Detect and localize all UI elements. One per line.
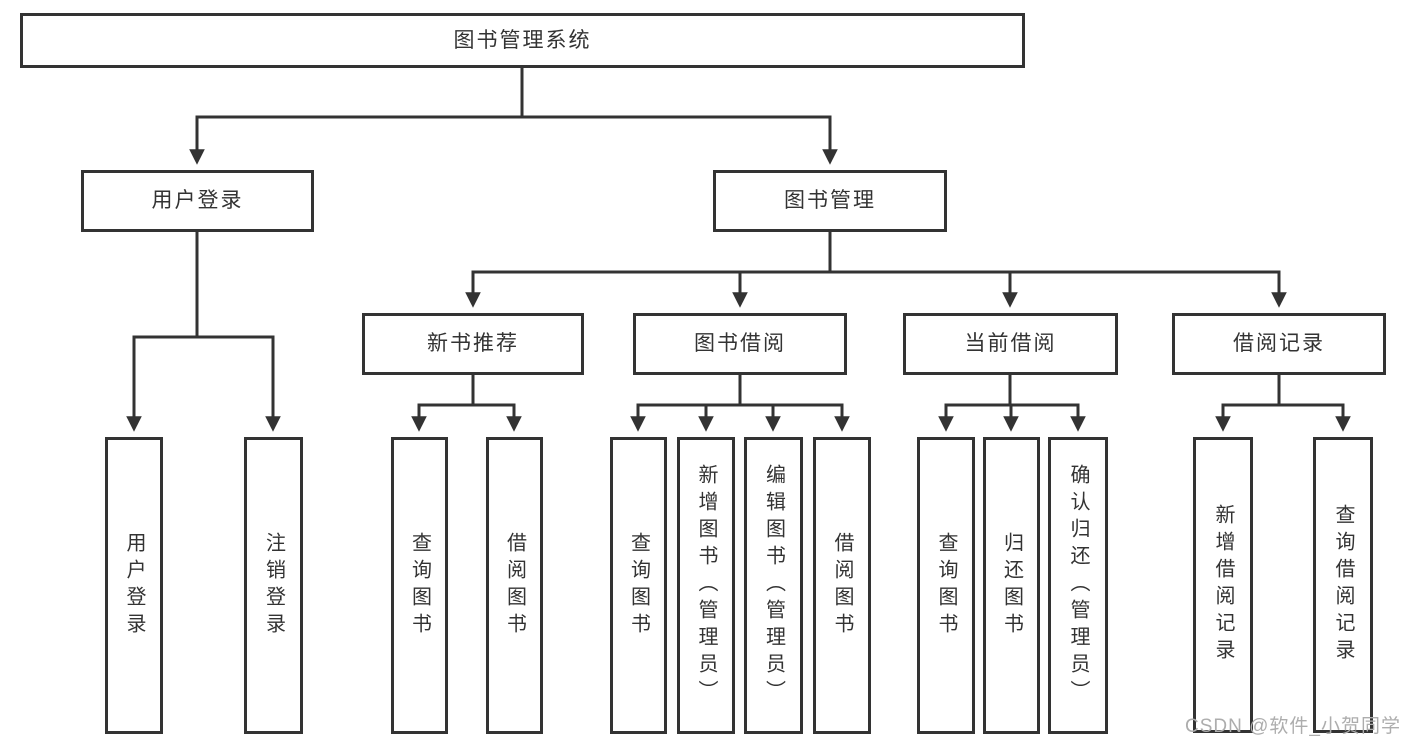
node-new-book-recommend: 新书推荐 <box>362 313 584 375</box>
node-book-management: 图书管理 <box>713 170 947 232</box>
node-leaf-borrow-edit-admin: 编辑图书（管理员） <box>744 437 803 734</box>
node-user-login: 用户登录 <box>81 170 314 232</box>
node-borrow-records: 借阅记录 <box>1172 313 1386 375</box>
node-leaf-current-return: 归还图书 <box>983 437 1040 734</box>
node-current-borrow: 当前借阅 <box>903 313 1118 375</box>
node-library-system: 图书管理系统 <box>20 13 1025 68</box>
node-leaf-newbook-query: 查询图书 <box>391 437 448 734</box>
node-leaf-newbook-borrow: 借阅图书 <box>486 437 543 734</box>
node-leaf-borrow-add-admin: 新增图书（管理员） <box>677 437 735 734</box>
node-leaf-borrow-book: 借阅图书 <box>813 437 871 734</box>
node-leaf-current-confirm-admin: 确认归还（管理员） <box>1048 437 1108 734</box>
node-leaf-logout: 注销登录 <box>244 437 303 734</box>
node-leaf-record-query: 查询借阅记录 <box>1313 437 1373 733</box>
node-leaf-user-login: 用户登录 <box>105 437 163 734</box>
node-leaf-borrow-query: 查询图书 <box>610 437 667 734</box>
csdn-watermark: CSDN @软件_小贺同学 <box>1185 716 1401 737</box>
node-leaf-current-query: 查询图书 <box>917 437 975 734</box>
node-leaf-record-add: 新增借阅记录 <box>1193 437 1253 733</box>
node-book-borrow: 图书借阅 <box>633 313 847 375</box>
